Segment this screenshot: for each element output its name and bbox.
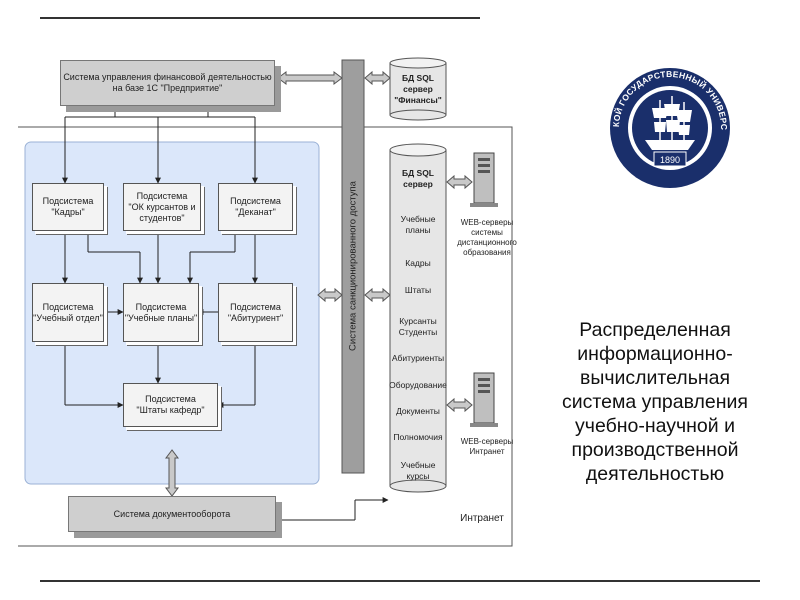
db-item: Документы [396,406,440,416]
doc-system-box: Система документооборота [68,496,276,532]
subsystem-uchplany: Подсистема "Учебные планы" [123,283,199,342]
db-item: Курсанты Студенты [398,316,438,337]
subsystem-ok: Подсистема "ОК курсантов и студентов" [123,183,201,231]
intranet-label: Интранет [460,513,504,524]
subsystem-abiturient: Подсистема "Абитуриент" [218,283,293,342]
subsystem-uchotdel: Подсистема "Учебный отдел" [32,283,104,342]
db-item: Абитуриенты [391,353,445,363]
bottom-rule [40,580,760,582]
db-item: Учебные курсы [400,460,436,481]
db-item: Штаты [404,285,432,295]
university-logo [610,68,730,188]
subsystem-shtaty: Подсистема "Штаты кафедр" [123,383,218,427]
db-item: Полномочия [393,432,443,442]
db-main-title: БД SQL сервер [402,168,434,189]
top-rule [40,17,480,19]
access-bar-label: Система санкционированного доступа [347,181,359,351]
slide-title: Распределенная информационно- вычислител… [562,319,748,485]
db-item: Оборудование [389,380,447,390]
subsystem-dekanat: Подсистема "Деканат" [218,183,293,231]
subsystem-kadry: Подсистема "Кадры" [32,183,104,231]
web-server-label: WEB-серверы системы дистанционного образ… [457,218,517,257]
server-icon [470,152,498,207]
finance-system-box: Система управления финансовой деятельнос… [60,60,275,106]
db-item: Кадры [405,258,431,268]
server-icon [470,372,498,427]
web-server-label: WEB-серверы Интранет [460,437,514,456]
db-finance-label: БД SQL сервер "Финансы" [394,73,442,105]
db-item: Учебные планы [400,214,436,235]
